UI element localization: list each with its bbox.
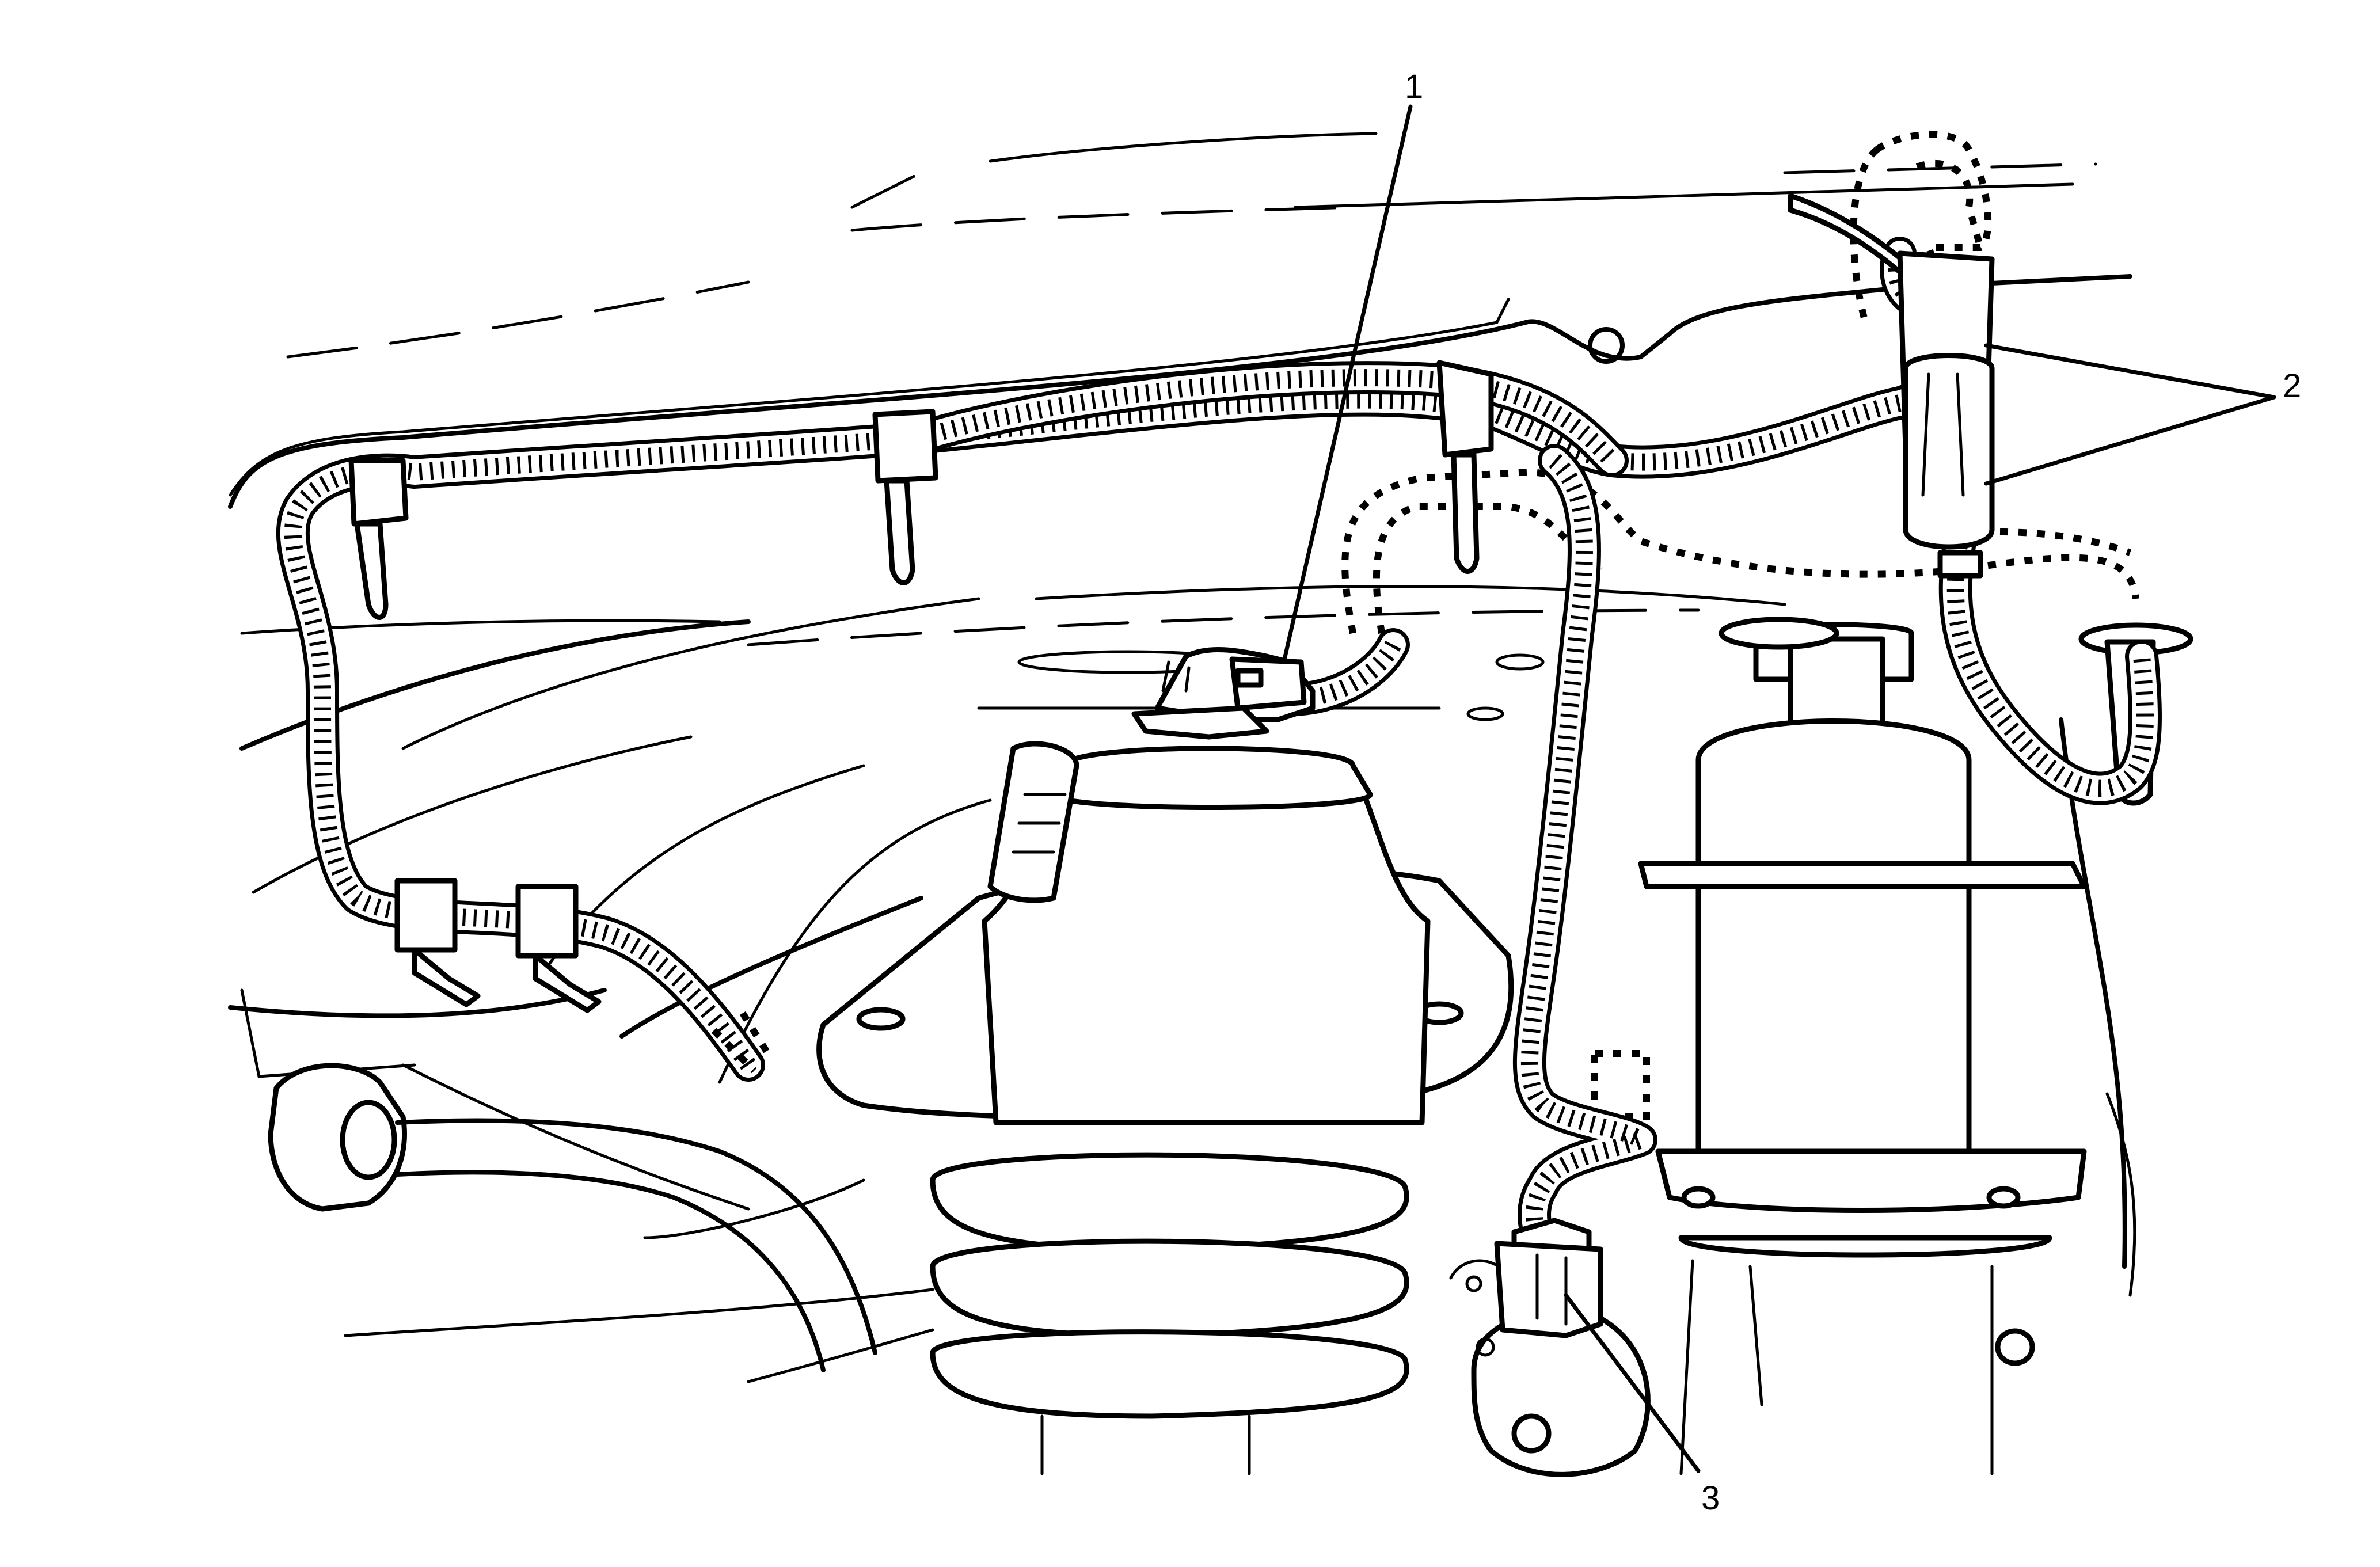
harness-clip <box>394 878 481 1007</box>
coil-spring <box>930 1152 1409 1475</box>
strut-top-mount <box>816 650 1545 1125</box>
callout-labels: 1 2 3 <box>1405 68 2301 1517</box>
lower-sensor-body <box>1449 1259 1651 1477</box>
harness-clip <box>872 409 938 585</box>
leader-1 <box>1282 104 1413 664</box>
callout-3: 3 <box>1701 1479 1720 1517</box>
leader-2b <box>1984 395 2276 486</box>
harness-clip <box>348 458 409 620</box>
callout-leaders <box>1282 104 2276 1473</box>
hose-grommet <box>268 1063 877 1372</box>
callout-2: 2 <box>2283 367 2301 405</box>
main-harness <box>276 237 2162 1260</box>
upper-harness-connectors-pair <box>1897 250 1995 579</box>
leader-2a <box>1984 343 2276 400</box>
harness-clip <box>515 884 602 1013</box>
shock-absorber-body <box>1638 622 2136 1475</box>
leader-3 <box>1564 1293 1701 1473</box>
strut-mount-connector <box>1131 647 1316 740</box>
callout-1: 1 <box>1405 68 1423 105</box>
lower-sensor-connector <box>1494 1218 1603 1338</box>
harness-clip <box>1436 360 1494 574</box>
harness-clips <box>348 193 1989 1013</box>
